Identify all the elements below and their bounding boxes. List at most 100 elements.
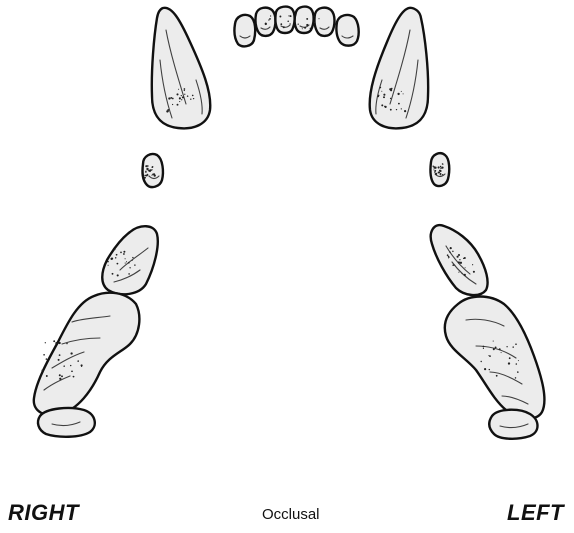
stipple-dot — [70, 365, 71, 366]
stipple-dot — [461, 273, 462, 274]
stipple-dot — [77, 360, 79, 362]
molar-right — [38, 408, 95, 437]
stipple-dot — [390, 98, 391, 99]
stipple-dot — [146, 168, 148, 170]
stipple-dot — [458, 272, 459, 273]
stipple-dot — [318, 18, 319, 19]
stipple-dot — [493, 348, 495, 350]
stipple-dot — [59, 374, 61, 376]
stipple-dot — [117, 263, 119, 265]
stipple-dot — [489, 369, 490, 370]
stipple-dot — [440, 167, 442, 169]
stipple-dot — [274, 17, 275, 18]
stipple-dot — [288, 15, 289, 16]
carnassial-right — [34, 293, 140, 415]
stipple-dot — [440, 175, 441, 176]
stipple-dot — [265, 23, 267, 25]
stipple-dot — [151, 175, 152, 176]
stipple-dot — [125, 258, 126, 259]
stipple-dot — [116, 254, 118, 256]
stipple-dot — [390, 89, 392, 91]
stipple-dot — [304, 27, 306, 29]
stipple-dot — [290, 15, 292, 17]
stipple-dot — [381, 91, 382, 92]
stipple-dot — [63, 365, 65, 367]
stipple-dot — [123, 251, 125, 253]
molar-left — [489, 410, 537, 439]
stipple-dot — [190, 99, 191, 100]
stipple-dot — [132, 260, 133, 261]
stipple-dot — [187, 95, 189, 97]
stipple-dot — [516, 363, 518, 365]
stipple-dot — [148, 176, 149, 177]
stipple-dot — [465, 267, 466, 268]
stipple-dot — [398, 103, 400, 105]
stipple-dot — [111, 257, 113, 259]
stipple-dot — [438, 166, 440, 168]
stipple-dot — [176, 93, 178, 95]
stipple-dot — [383, 96, 385, 98]
stipple-dot — [509, 357, 511, 359]
stipple-dot — [314, 22, 315, 23]
stipple-dot — [146, 174, 148, 176]
stipple-dot — [179, 101, 180, 102]
stipple-dot — [403, 93, 404, 94]
stipple-dot — [178, 89, 179, 90]
stipple-dot — [439, 172, 440, 173]
canine-right — [152, 8, 210, 129]
stipple-dot — [401, 91, 402, 92]
stipple-dot — [153, 173, 155, 175]
stipple-dot — [172, 98, 174, 100]
stipple-dot — [177, 104, 179, 106]
stipple-dot — [458, 261, 460, 263]
stipple-dot — [452, 251, 453, 252]
stipple-dot — [55, 342, 57, 344]
incisor-row — [234, 7, 358, 47]
stipple-dot — [53, 340, 55, 342]
stipple-dot — [287, 20, 289, 22]
stipple-dot — [493, 341, 494, 342]
stipple-dot — [46, 375, 48, 377]
stipple-dot — [434, 167, 436, 169]
stipple-dot — [377, 95, 379, 97]
stipple-dot — [153, 173, 154, 174]
stipple-dot — [126, 261, 127, 262]
stipple-dot — [134, 264, 135, 265]
stipple-dot — [168, 97, 170, 99]
stipple-dot — [484, 368, 486, 370]
incisor-right-2 — [255, 8, 275, 36]
stipple-dot — [501, 352, 502, 353]
stipple-dot — [464, 274, 466, 276]
stipple-dot — [117, 274, 119, 276]
stipple-dot — [496, 375, 498, 377]
stipple-dot — [81, 366, 82, 367]
view-label: Occlusal — [262, 506, 320, 523]
stipple-dot — [508, 362, 510, 364]
stipple-dot — [184, 94, 185, 95]
stipple-dot — [515, 343, 517, 345]
stipple-dot — [396, 109, 397, 110]
carnassial-left — [445, 297, 545, 419]
canine-left — [370, 8, 428, 129]
stipple-dot — [381, 104, 383, 106]
stipple-dot — [404, 110, 406, 112]
stipple-dot — [172, 104, 173, 105]
stipple-dot — [441, 166, 443, 168]
stipple-dot — [306, 18, 308, 20]
stipple-dot — [298, 24, 299, 25]
stipple-dot — [302, 28, 303, 29]
stipple-dot — [310, 28, 312, 30]
stipple-dot — [483, 348, 484, 349]
stipple-dot — [473, 271, 475, 273]
stipple-dot — [108, 265, 109, 266]
stipple-dot — [458, 254, 460, 256]
stipple-dot — [115, 257, 116, 258]
stipple-dot — [73, 376, 75, 378]
stipple-dot — [391, 88, 393, 90]
stipple-dot — [123, 253, 125, 255]
incisor-left-2 — [314, 8, 334, 36]
stipple-dot — [464, 257, 466, 259]
stipple-dot — [58, 342, 60, 344]
stipple-dot — [152, 166, 154, 168]
premolar-2-right — [102, 226, 158, 294]
